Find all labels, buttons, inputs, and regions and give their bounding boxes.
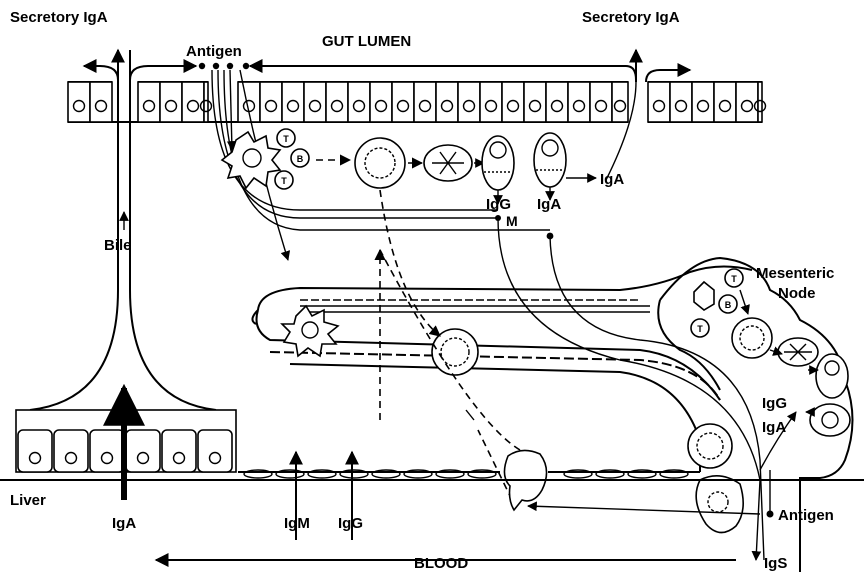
epithelial-cell <box>692 82 714 122</box>
epithelial-cell <box>160 82 182 122</box>
epithelial-cell <box>68 82 90 122</box>
epithelial-cell <box>568 82 590 122</box>
t-cell-label: T <box>731 274 737 284</box>
epithelial-cell <box>138 82 160 122</box>
macrophage-top <box>222 132 280 188</box>
epithelial-cell <box>414 82 436 122</box>
gut-epithelium <box>68 82 766 122</box>
epithelial-cell <box>392 82 414 122</box>
b-cell-label: B <box>725 300 732 310</box>
epithelial-cell <box>524 82 546 122</box>
liver <box>16 388 236 500</box>
epithelial-cell <box>590 82 612 122</box>
lymphoblast <box>355 138 405 188</box>
t-cell-label: T <box>281 176 287 186</box>
epithelial-cell <box>238 82 260 122</box>
plasma-cell-igg <box>482 136 514 190</box>
antigen-bottom-label: Antigen <box>778 507 834 524</box>
b-cell-label: B <box>297 154 304 164</box>
antigen-bottom <box>767 470 774 518</box>
epithelial-cell <box>348 82 370 122</box>
hepatocyte <box>18 430 52 472</box>
bile-label: Bile <box>104 237 132 254</box>
t-cell-label: T <box>283 134 289 144</box>
m-label: M <box>506 213 518 229</box>
plasma-cell-iga <box>534 133 566 187</box>
igm-label: IgM <box>284 515 310 532</box>
secretory-iga-right-label: Secretory IgA <box>582 9 680 26</box>
epithelial-cell <box>282 82 304 122</box>
epithelial-cell <box>458 82 480 122</box>
igs-label: IgS <box>764 555 787 572</box>
epithelial-cell <box>480 82 502 122</box>
epithelial-cell <box>648 82 670 122</box>
iga-liver-label: IgA <box>112 515 136 532</box>
secretory-iga-left-label: Secretory IgA <box>10 9 108 26</box>
epithelial-cell <box>502 82 524 122</box>
t-cell-label: T <box>697 324 703 334</box>
epithelial-cell <box>326 82 348 122</box>
epithelial-cell <box>436 82 458 122</box>
hepatocyte <box>54 430 88 472</box>
gut-lumen-label: GUT LUMEN <box>322 33 411 50</box>
epithelial-cell <box>670 82 692 122</box>
iga-effector-label: IgA <box>600 171 624 188</box>
mesenteric-node: T B T <box>658 258 852 572</box>
igg-label: IgG <box>338 515 363 532</box>
igg-m-label: IgG <box>486 196 511 213</box>
hepatocyte <box>126 430 160 472</box>
epithelial-cell <box>370 82 392 122</box>
igg-node-label: IgG <box>762 395 787 412</box>
epithelial-cell <box>90 82 112 122</box>
lymph-macrophage <box>282 306 338 356</box>
epithelial-cell <box>736 82 758 122</box>
epithelial-cell <box>260 82 282 122</box>
blood-label: BLOOD <box>414 555 468 572</box>
hepatocyte <box>198 430 232 472</box>
epithelial-cell <box>304 82 326 122</box>
epithelial-cell <box>204 82 208 122</box>
iga-node-label: IgA <box>762 419 786 436</box>
hepatocyte <box>90 430 124 472</box>
antigen-dots <box>199 63 249 69</box>
iga-plasma-label: IgA <box>537 196 561 213</box>
epithelial-cell <box>546 82 568 122</box>
antigen-top-label: Antigen <box>186 43 242 60</box>
epithelial-cell <box>714 82 736 122</box>
lymphatic-vessel <box>252 266 752 472</box>
mesenteric-label: Mesenteric <box>756 265 834 282</box>
epithelial-cell <box>182 82 204 122</box>
liver-label: Liver <box>10 492 46 509</box>
epithelial-cell <box>758 82 762 122</box>
node-label: Node <box>778 285 816 302</box>
hepatocyte <box>162 430 196 472</box>
epithelial-cell <box>612 82 628 122</box>
